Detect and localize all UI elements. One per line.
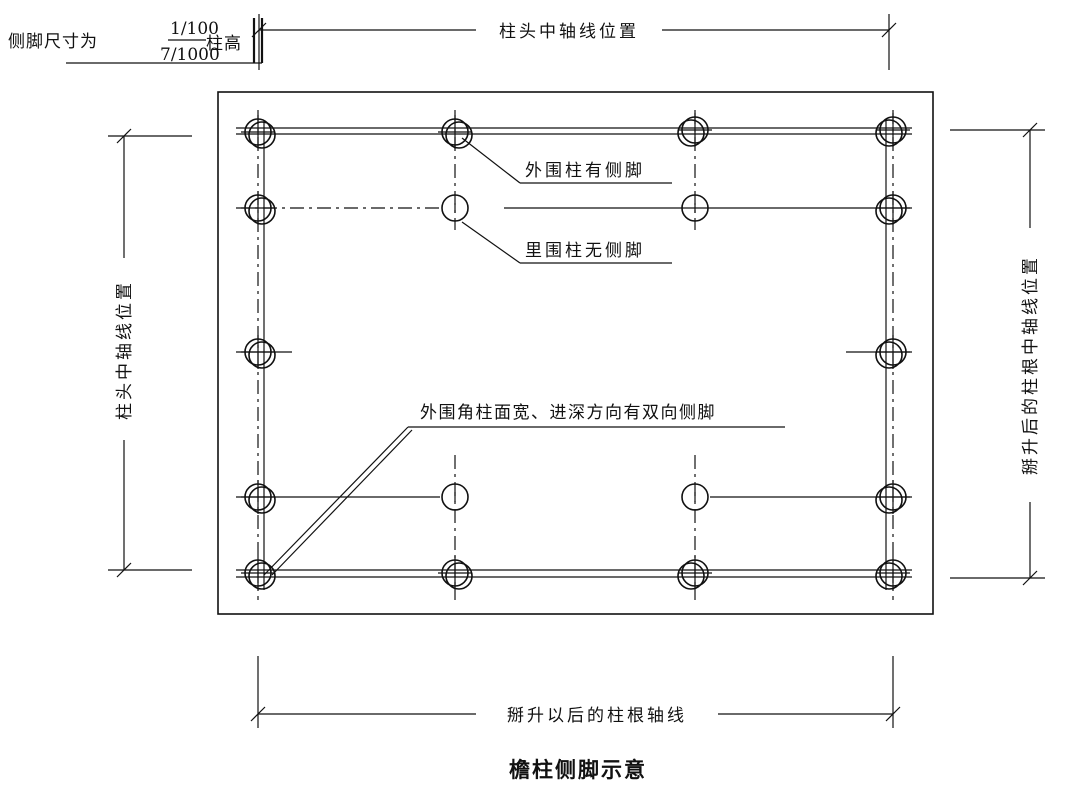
columns	[241, 113, 910, 590]
side-foot-note-prefix: 侧脚尺寸为	[8, 32, 98, 52]
inner-column-symbol	[441, 483, 469, 511]
outer-column-symbol	[241, 480, 276, 514]
column-ring	[441, 483, 469, 511]
outer-column-symbol	[875, 556, 910, 590]
bottom-dimension: 掰升以后的柱根轴线	[250, 656, 901, 728]
column-foot-ring	[248, 341, 276, 369]
side-foot-note-frac-top: 1/100	[170, 19, 219, 39]
column-foot-ring	[677, 119, 705, 147]
left-dimension: 柱头中轴线位置	[108, 128, 192, 578]
inner-column-symbol	[681, 194, 709, 222]
outer-column-symbol	[677, 556, 712, 590]
outer-columns-note: 外围柱有侧脚	[525, 161, 645, 181]
side-foot-note-frac-bottom: 7/1000	[160, 45, 220, 65]
inner-columns-note: 里围柱无侧脚	[525, 241, 645, 261]
column-foot-ring	[445, 562, 473, 590]
column-ring	[681, 194, 709, 222]
outer-column-symbol	[241, 556, 276, 590]
column-foot-ring	[875, 341, 903, 369]
column-foot-ring	[875, 486, 903, 514]
outer-column-symbol	[241, 115, 276, 149]
top-dimension-label: 柱头中轴线位置	[499, 22, 639, 42]
column-foot-ring	[248, 486, 276, 514]
plan-frame	[217, 91, 934, 615]
outer-column-symbol	[875, 335, 910, 369]
column-foot-ring	[445, 121, 473, 149]
column-foot-ring	[248, 121, 276, 149]
outer-column-symbol	[875, 113, 910, 147]
column-ring	[681, 483, 709, 511]
side-foot-note-suffix: 柱高	[206, 34, 242, 54]
right-dimension: 掰升后的柱根中轴线位置	[950, 122, 1045, 586]
inner-column-symbol	[441, 194, 469, 222]
column-foot-ring	[875, 119, 903, 147]
column-foot-ring	[248, 197, 276, 225]
leader-outer-columns: 外围柱有侧脚	[461, 137, 672, 184]
diagram-caption: 檐柱侧脚示意	[509, 757, 647, 782]
outer-column-symbol	[875, 191, 910, 225]
side-foot-size-note: 侧脚尺寸为 1/100 7/1000 柱高	[8, 18, 264, 65]
outer-column-symbol	[438, 115, 473, 149]
column-foot-ring	[677, 562, 705, 590]
inner-column-symbol	[681, 483, 709, 511]
right-dimension-label: 掰升后的柱根中轴线位置	[1021, 255, 1041, 475]
column-foot-ring	[248, 562, 276, 590]
column-foot-ring	[875, 562, 903, 590]
column-ring	[441, 194, 469, 222]
column-foot-ring	[875, 197, 903, 225]
outer-column-symbol	[438, 556, 473, 590]
outer-column-symbol	[677, 113, 712, 147]
outer-column-symbol	[241, 191, 276, 225]
bottom-dimension-label: 掰升以后的柱根轴线	[507, 706, 687, 726]
left-dimension-label: 柱头中轴线位置	[115, 280, 135, 420]
leader-inner-columns: 里围柱无侧脚	[461, 221, 672, 264]
outer-column-symbol	[875, 480, 910, 514]
top-dimension: 柱头中轴线位置	[251, 14, 897, 70]
corner-columns-note: 外围角柱面宽、进深方向有双向侧脚	[420, 403, 716, 423]
outer-column-symbol	[241, 335, 276, 369]
leader-corner-columns: 外围角柱面宽、进深方向有双向侧脚	[263, 403, 785, 576]
